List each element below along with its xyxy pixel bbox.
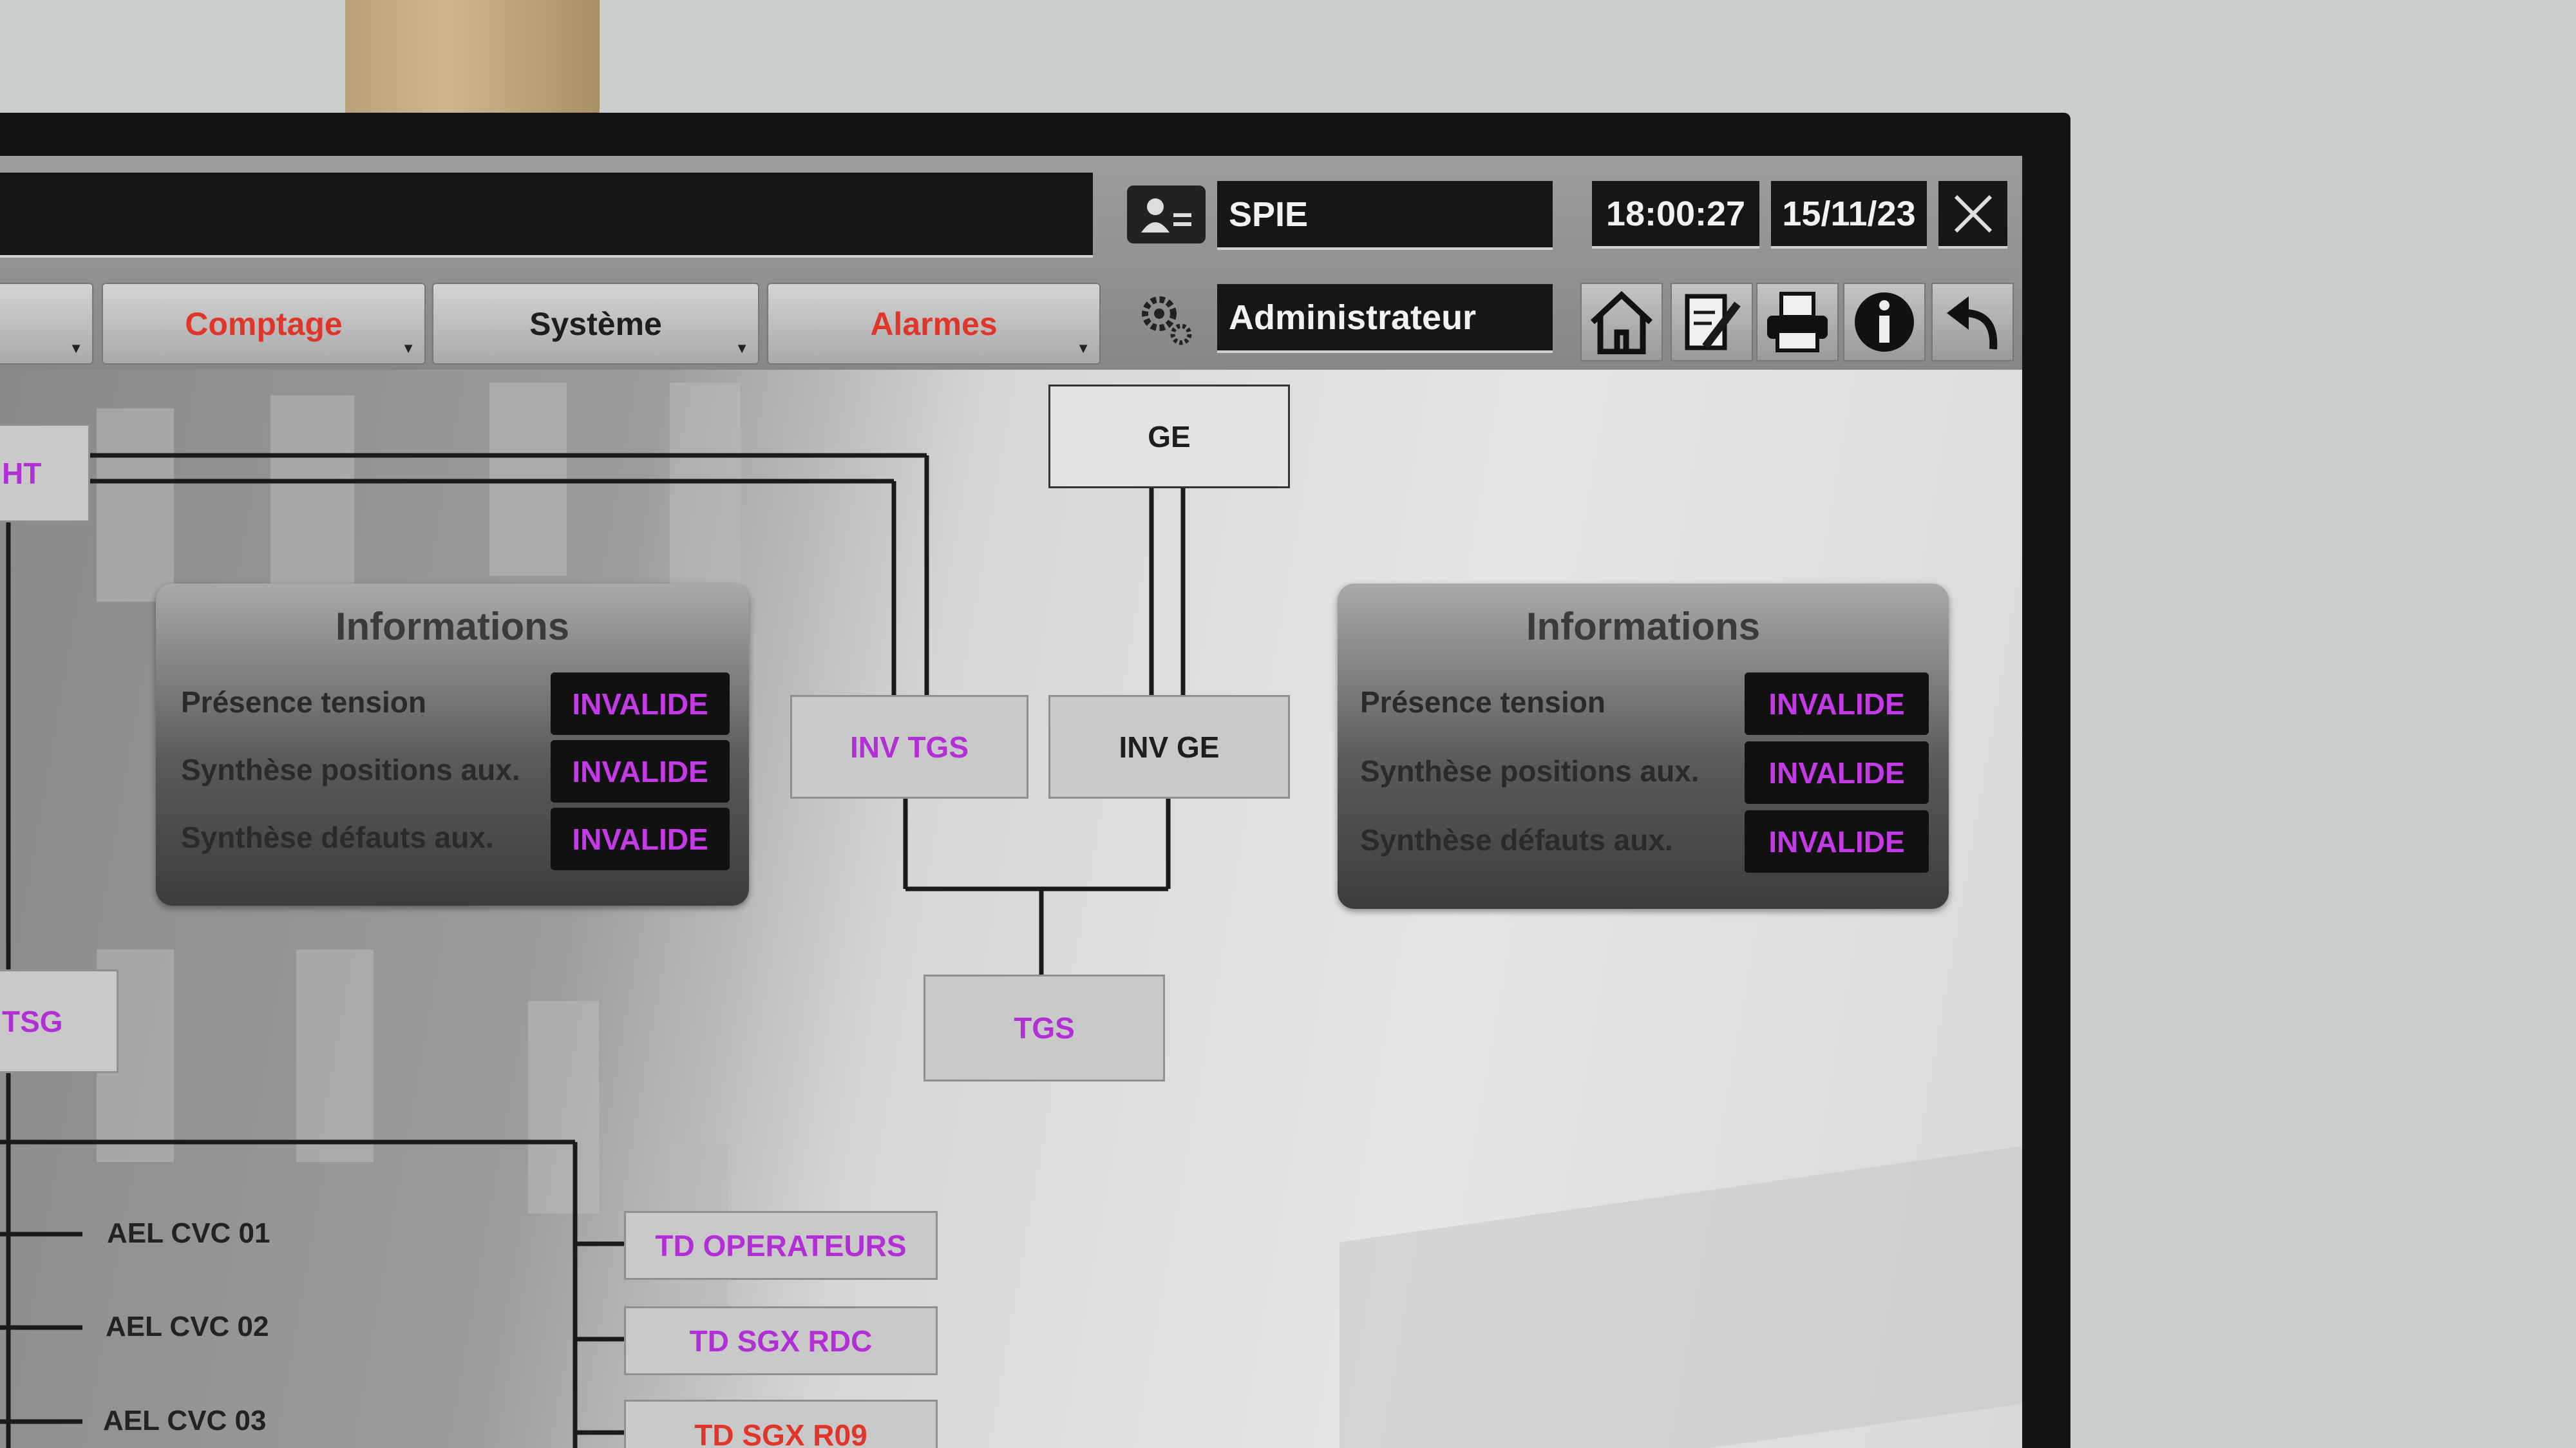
- tab-label: Alarmes: [870, 305, 998, 342]
- user-icon[interactable]: [1127, 186, 1206, 243]
- node-td-sgx-rdc[interactable]: TD SGX RDC: [624, 1306, 938, 1375]
- dropdown-arrow-icon: ▼: [69, 340, 83, 356]
- close-icon: [1954, 195, 1992, 233]
- node-tsg[interactable]: TSG: [0, 969, 118, 1073]
- print-icon: [1767, 292, 1828, 352]
- node-td-operateurs[interactable]: TD OPERATEURS: [624, 1211, 938, 1280]
- node-inv-ge[interactable]: INV GE: [1048, 695, 1290, 799]
- status-badge: INVALIDE: [1745, 672, 1929, 735]
- user-field: SPIE: [1217, 181, 1553, 250]
- tab-comptage[interactable]: Comptage ▼: [102, 283, 426, 365]
- row-label: Présence tension: [1360, 685, 1605, 719]
- row-label: Synthèse positions aux.: [181, 753, 520, 786]
- ael-label[interactable]: AEL CVC 02: [106, 1311, 269, 1342]
- home-icon: [1590, 291, 1653, 354]
- header-bar: ▼ Comptage ▼ Système ▼ Alarmes ▼ SPIE Admin…: [0, 156, 2022, 370]
- home-button[interactable]: [1580, 283, 1663, 361]
- node-ht[interactable]: HT: [0, 424, 90, 522]
- date-display: 15/11/23: [1771, 181, 1927, 249]
- wall-object: [345, 0, 600, 115]
- dropdown-arrow-icon: ▼: [735, 340, 749, 356]
- message-field: [0, 173, 1093, 258]
- node-ge[interactable]: GE: [1048, 385, 1290, 488]
- panel-title: Informations: [335, 605, 570, 648]
- row-label: Synthèse positions aux.: [1360, 754, 1700, 788]
- tab-systeme[interactable]: Système ▼: [432, 283, 759, 365]
- status-badge: INVALIDE: [1745, 741, 1929, 804]
- tab-label: Système: [529, 305, 662, 342]
- info-panel-left: Informations Présence tension INVALIDE S…: [156, 584, 749, 906]
- info-panel-right: Informations Présence tension INVALIDE S…: [1338, 584, 1949, 909]
- settings-gears-icon[interactable]: [1135, 288, 1196, 349]
- synoptic-area: [0, 370, 2022, 1448]
- print-button[interactable]: [1756, 283, 1839, 361]
- dropdown-arrow-icon: ▼: [1076, 340, 1090, 356]
- info-button[interactable]: [1843, 283, 1926, 361]
- status-badge: INVALIDE: [551, 740, 730, 803]
- tab-menu[interactable]: ▼: [0, 283, 93, 365]
- back-button[interactable]: [1931, 283, 2014, 361]
- back-icon: [1947, 296, 1998, 350]
- ael-label[interactable]: AEL CVC 01: [107, 1217, 270, 1249]
- ael-label[interactable]: AEL CVC 03: [103, 1405, 267, 1436]
- edit-icon: [1685, 294, 1741, 350]
- time-display: 18:00:27: [1592, 181, 1759, 249]
- close-button[interactable]: [1938, 181, 2007, 249]
- status-badge: INVALIDE: [551, 808, 730, 870]
- row-label: Synthèse défauts aux.: [1360, 823, 1673, 857]
- status-badge: INVALIDE: [1745, 810, 1929, 873]
- node-tgs[interactable]: TGS: [923, 975, 1165, 1081]
- edit-button[interactable]: [1671, 283, 1753, 361]
- status-badge: INVALIDE: [551, 672, 730, 735]
- tab-alarmes[interactable]: Alarmes ▼: [767, 283, 1101, 365]
- role-field: Administrateur: [1217, 284, 1553, 353]
- tab-label: Comptage: [185, 305, 343, 342]
- node-inv-tgs[interactable]: INV TGS: [790, 695, 1028, 799]
- row-label: Synthèse défauts aux.: [181, 821, 494, 854]
- node-td-sgx-r09[interactable]: TD SGX R09: [624, 1400, 938, 1448]
- hmi-screen: ▼ Comptage ▼ Système ▼ Alarmes ▼ SPIE Admin…: [0, 156, 2022, 1448]
- info-icon: [1855, 292, 1914, 352]
- dropdown-arrow-icon: ▼: [401, 340, 415, 356]
- connection-lines: [0, 453, 1186, 1448]
- panel-title: Informations: [1526, 605, 1761, 648]
- row-label: Présence tension: [181, 685, 426, 719]
